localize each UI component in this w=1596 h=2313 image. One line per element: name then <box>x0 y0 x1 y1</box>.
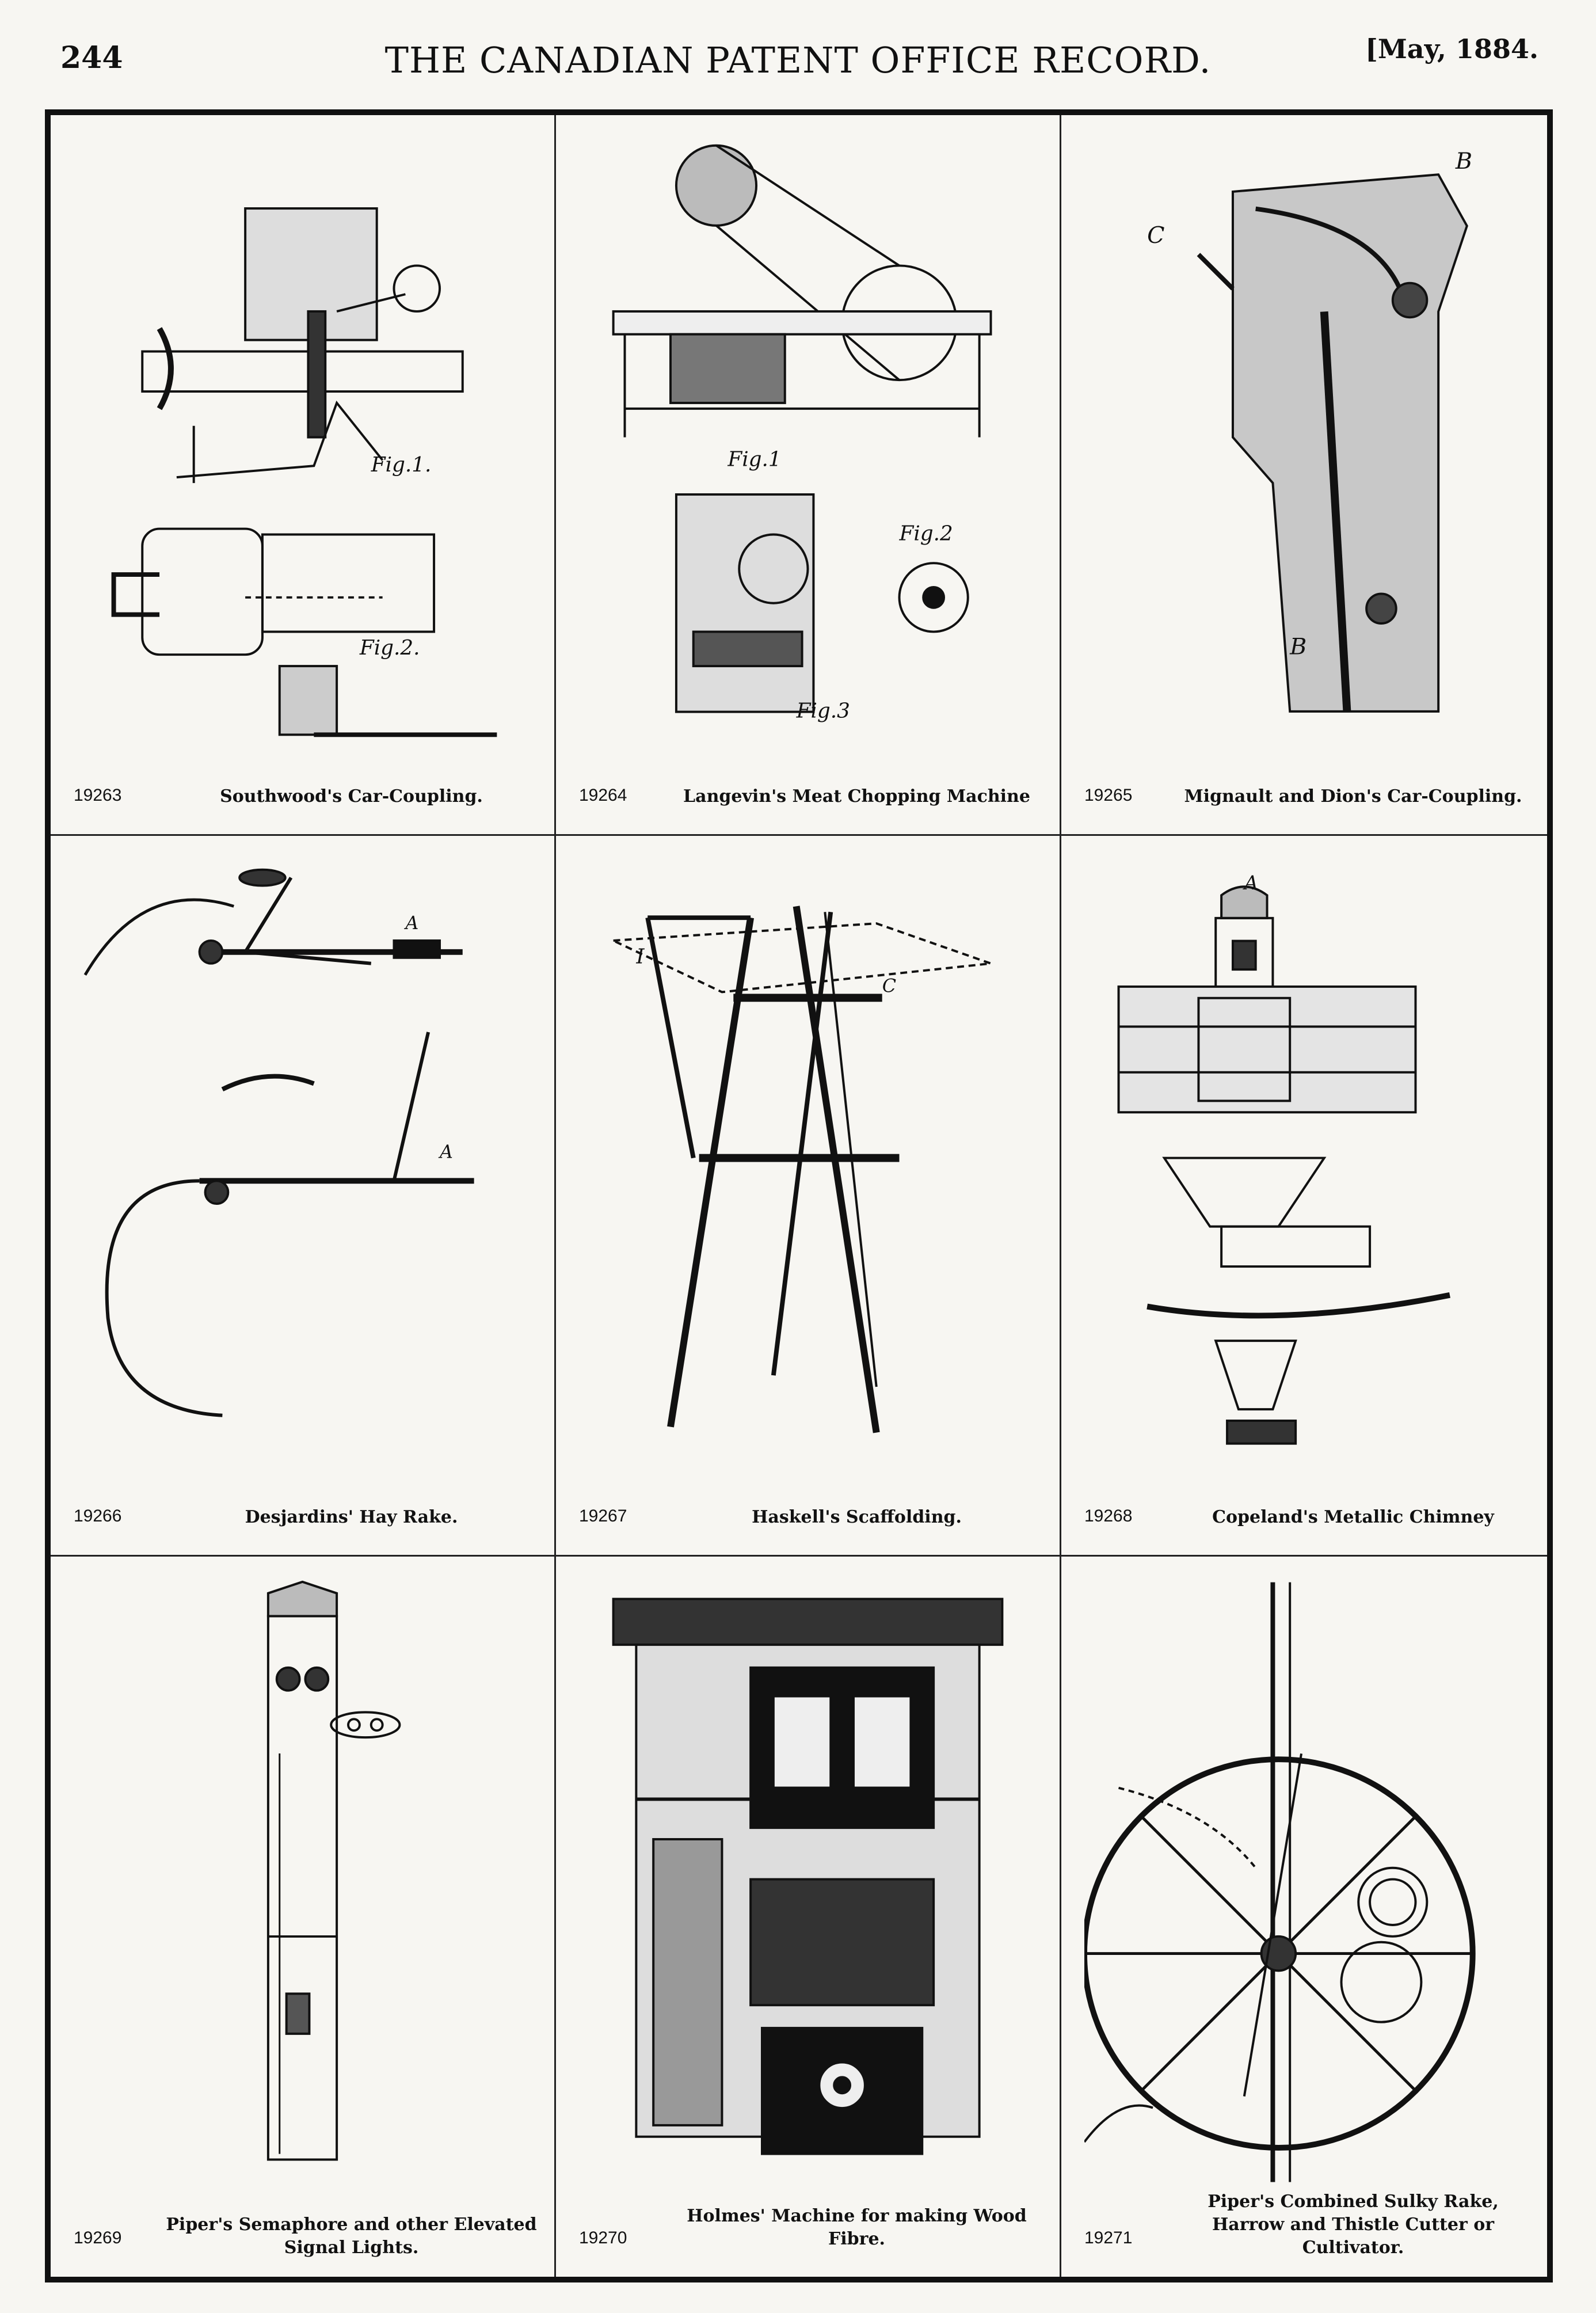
patent-number: 19264 <box>579 786 627 805</box>
patent-title: Langevin's Meat Chopping Machine <box>683 786 1030 806</box>
page-number: 244 <box>60 40 123 75</box>
patent-drawing-scaffolding: I C <box>579 859 1037 1469</box>
patent-drawing-car-coupling: C B B <box>1084 138 1524 748</box>
patent-number: 19271 <box>1084 2228 1133 2247</box>
patent-drawing-car-coupling: Fig.1. Fig.2. <box>74 138 531 748</box>
patent-number: 19268 <box>1084 1507 1133 1525</box>
patent-title: Copeland's Metallic Chimney <box>1212 1507 1494 1527</box>
patent-drawing-wood-fibre-machine <box>579 1580 1037 2190</box>
svg-text:B: B <box>1289 634 1306 660</box>
patent-number: 19265 <box>1084 786 1133 805</box>
patent-cell-19263: Fig.1. Fig.2. 19263 Southwood's Car-Coup… <box>51 115 556 836</box>
svg-text:A: A <box>438 1142 453 1163</box>
patent-title: Piper's Combined Sulky Rake, Harrow and … <box>1208 2192 1499 2258</box>
svg-text:I: I <box>635 945 645 969</box>
page-header: 244 THE CANADIAN PATENT OFFICE RECORD. [… <box>0 0 1596 104</box>
svg-text:Fig.2.: Fig.2. <box>359 636 420 660</box>
patent-grid: Fig.1. Fig.2. 19263 Southwood's Car-Coup… <box>51 115 1547 2277</box>
patent-number: 19270 <box>579 2228 627 2247</box>
svg-text:Fig.1: Fig.1 <box>727 447 781 471</box>
patent-cell-19271: 19271 Piper's Combined Sulky Rake, Harro… <box>1061 1557 1547 2277</box>
issue-date: [May, 1884. <box>1365 33 1538 64</box>
patent-cell-19266: A A 19266 Desjardins' Hay Rake. <box>51 836 556 1557</box>
svg-text:A: A <box>1243 872 1258 894</box>
page-frame <box>45 109 1553 2282</box>
svg-text:C: C <box>1147 222 1164 249</box>
patent-title: Southwood's Car-Coupling. <box>220 786 483 806</box>
svg-text:Fig.3: Fig.3 <box>796 699 850 723</box>
svg-text:A: A <box>403 912 418 934</box>
patent-drawing-chimney: A <box>1084 859 1524 1469</box>
patent-drawing-meat-chopper: Fig.1 Fig.2 Fig.3 <box>579 138 1037 748</box>
patent-number: 19269 <box>74 2228 122 2247</box>
svg-text:C: C <box>882 975 896 996</box>
patent-title: Desjardins' Hay Rake. <box>245 1507 458 1527</box>
publication-title: THE CANADIAN PATENT OFFICE RECORD. <box>384 39 1212 81</box>
patent-cell-19265: C B B 19265 Mignault and Dion's Car-Coup… <box>1061 115 1547 836</box>
patent-number: 19267 <box>579 1507 627 1525</box>
patent-title: Holmes' Machine for making Wood Fibre. <box>687 2206 1027 2249</box>
patent-number: 19266 <box>74 1507 122 1525</box>
svg-text:Fig.2: Fig.2 <box>899 522 953 545</box>
patent-cell-19270: 19270 Holmes' Machine for making Wood Fi… <box>556 1557 1061 2277</box>
svg-text:Fig.1.: Fig.1. <box>371 453 432 477</box>
patent-title: Haskell's Scaffolding. <box>752 1507 962 1527</box>
patent-drawing-hay-rake: A A <box>74 859 531 1469</box>
patent-cell-19264: Fig.1 Fig.2 Fig.3 19264 Langevin's Meat … <box>556 115 1061 836</box>
svg-text:B: B <box>1455 148 1472 174</box>
patent-drawing-semaphore <box>74 1580 531 2190</box>
patent-title: Mignault and Dion's Car-Coupling. <box>1184 786 1522 806</box>
patent-cell-19269: 19269 Piper's Semaphore and other Elevat… <box>51 1557 556 2277</box>
patent-number: 19263 <box>74 786 122 805</box>
patent-cell-19267: I C 19267 Haskell's Scaffolding. <box>556 836 1061 1557</box>
patent-title: Piper's Semaphore and other Elevated Sig… <box>166 2215 537 2258</box>
patent-cell-19268: A 19268 Copeland's Metallic Chimney <box>1061 836 1547 1557</box>
patent-drawing-sulky-rake <box>1084 1580 1524 2190</box>
